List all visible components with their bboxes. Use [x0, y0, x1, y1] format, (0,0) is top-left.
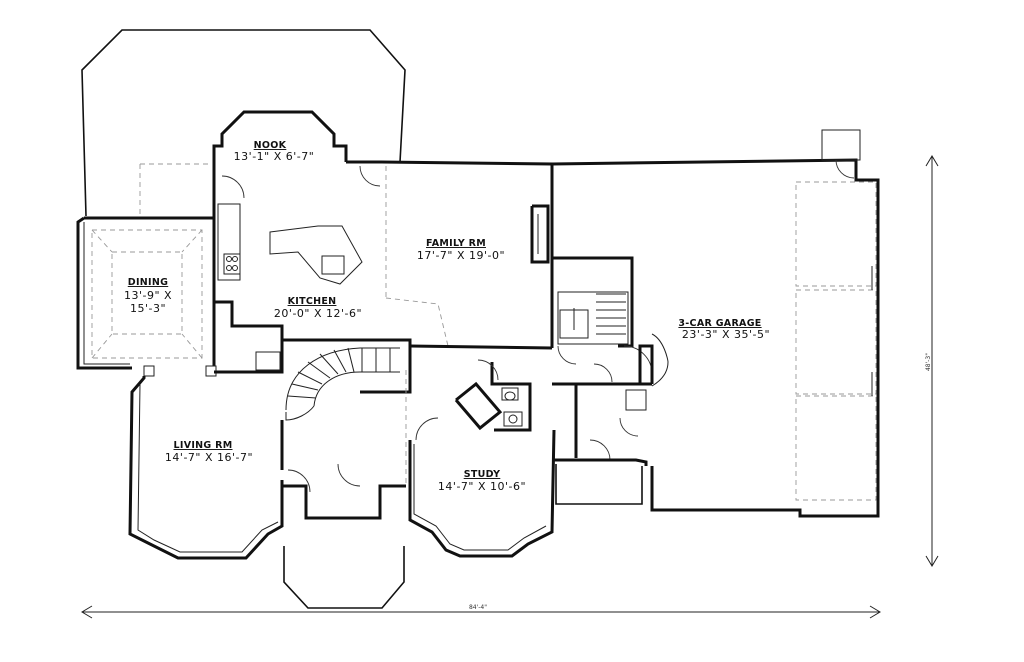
- nook-size: 13'-1" X 6'-7": [234, 150, 315, 163]
- stair-treads: [287, 347, 391, 399]
- dining-size-line1: 13'-9" X: [124, 289, 172, 302]
- study-size: 14'-7" X 10'-6": [438, 480, 526, 493]
- nook-name: NOOK: [254, 140, 287, 151]
- dining-room: [76, 163, 217, 377]
- powder-room: [477, 359, 532, 432]
- study-room: [408, 381, 556, 558]
- family-size: 17'-7" X 19'-0": [417, 249, 505, 262]
- overall-depth-label: 48'-3": [925, 353, 932, 371]
- kitchen-size: 20'-0" X 12'-6": [274, 307, 362, 320]
- back-stair-treads: [596, 293, 626, 335]
- garage-size: 23'-3" X 35'-5": [682, 328, 770, 341]
- rear-deck: [81, 29, 406, 217]
- family-name: FAMILY RM: [426, 238, 486, 249]
- living-size: 14'-7" X 16'-7": [165, 451, 253, 464]
- garage-doors: [795, 181, 877, 501]
- dining-name: DINING: [128, 277, 168, 288]
- overall-depth-dimension: 48'-3": [925, 155, 939, 567]
- room-labels: NOOK 13'-1" X 6'-7" FAMILY RM 17'-7" X 1…: [124, 140, 770, 493]
- nook-room: [212, 110, 381, 218]
- service-wing: [552, 256, 653, 505]
- kitchen-room: [214, 166, 449, 374]
- study-name: STUDY: [464, 469, 501, 480]
- overall-width-dimension: 84'-4": [81, 604, 881, 619]
- garage-room: [551, 129, 880, 518]
- garage-name: 3-CAR GARAGE: [678, 318, 761, 329]
- kitchen-name: KITCHEN: [288, 296, 337, 307]
- dining-size-line2: 15'-3": [130, 302, 166, 315]
- front-porch: [282, 370, 407, 609]
- overall-width-label: 84'-4": [469, 604, 487, 611]
- living-name: LIVING RM: [174, 440, 233, 451]
- curved-stair: [282, 338, 412, 421]
- living-room: [128, 376, 361, 560]
